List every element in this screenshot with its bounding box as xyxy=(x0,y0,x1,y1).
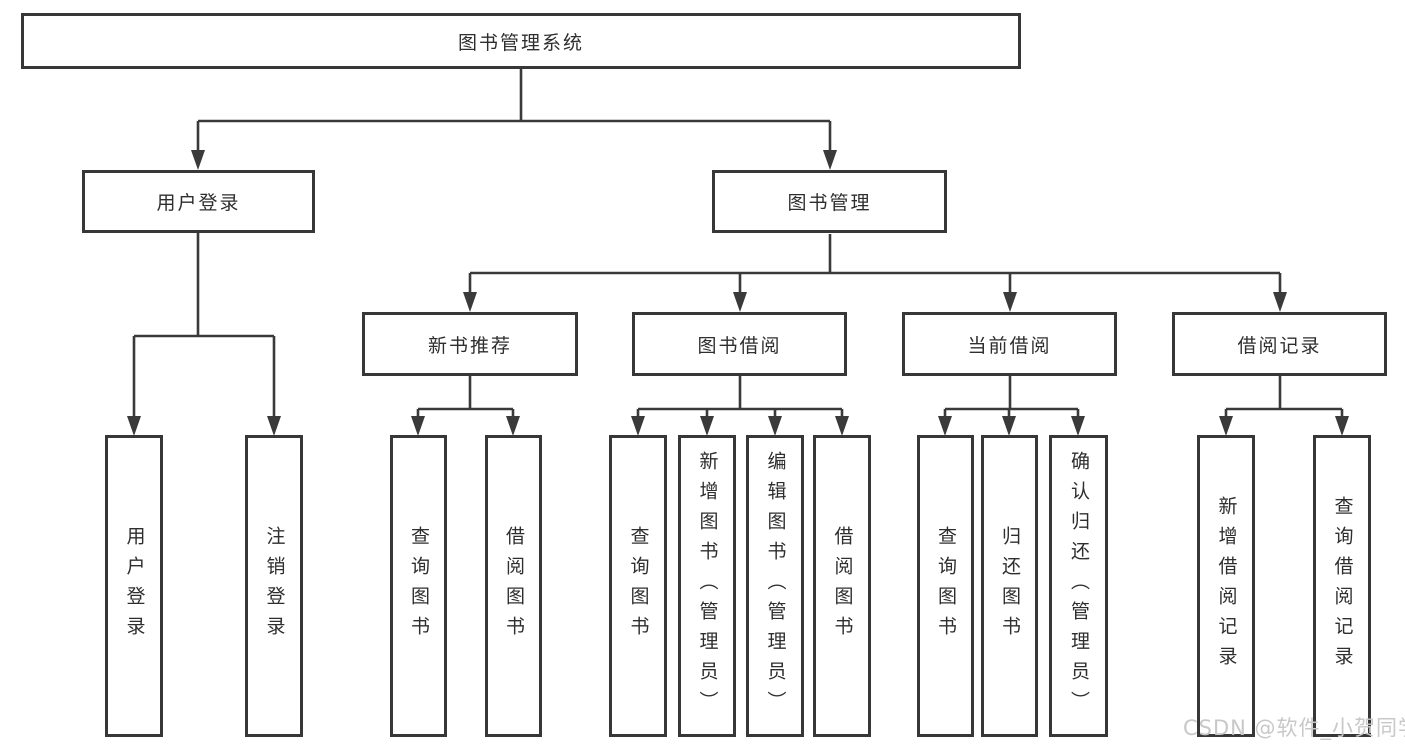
node-borrow-record-label: 借阅记录 xyxy=(1237,334,1322,357)
node-root-library-system: 图书管理系统 xyxy=(21,13,1021,69)
leaf-user-login-label: 用户登录 xyxy=(123,526,146,646)
leaf-record-query: 查询借阅记录 xyxy=(1313,435,1371,737)
leaf-logout-label: 注销登录 xyxy=(263,526,286,646)
leaf-borrow-query-book-label: 查询图书 xyxy=(627,526,650,646)
leaf-recommend-query-book-label: 查询图书 xyxy=(408,526,430,646)
leaf-borrow-add-book-admin-label: 新增图书（管理员） xyxy=(696,451,719,721)
node-current-borrow-label: 当前借阅 xyxy=(967,334,1052,357)
leaf-recommend-borrow-book: 借阅图书 xyxy=(485,435,542,737)
node-new-book-recommend-label: 新书推荐 xyxy=(427,334,512,357)
leaf-record-query-label: 查询借阅记录 xyxy=(1331,496,1354,676)
node-new-book-recommend: 新书推荐 xyxy=(362,312,578,376)
leaf-borrow-borrow-book: 借阅图书 xyxy=(813,435,871,737)
node-borrow-record: 借阅记录 xyxy=(1172,312,1387,376)
node-user-login: 用户登录 xyxy=(82,170,315,233)
leaf-current-return-book: 归还图书 xyxy=(981,435,1038,737)
leaf-user-login: 用户登录 xyxy=(105,435,163,737)
leaf-borrow-query-book: 查询图书 xyxy=(609,435,667,737)
leaf-borrow-borrow-book-label: 借阅图书 xyxy=(831,526,854,646)
node-root-label: 图书管理系统 xyxy=(457,31,584,54)
node-book-management: 图书管理 xyxy=(712,170,947,233)
leaf-borrow-edit-book-admin: 编辑图书（管理员） xyxy=(746,435,804,737)
leaf-record-add: 新增借阅记录 xyxy=(1197,435,1255,737)
leaf-recommend-query-book: 查询图书 xyxy=(390,435,447,737)
leaf-borrow-edit-book-admin-label: 编辑图书（管理员） xyxy=(764,451,787,721)
leaf-current-confirm-return-admin: 确认归还（管理员） xyxy=(1049,435,1108,737)
csdn-watermark: CSDN @软件_小贺同学 xyxy=(1183,716,1405,740)
leaf-record-add-label: 新增借阅记录 xyxy=(1215,496,1238,676)
leaf-borrow-add-book-admin: 新增图书（管理员） xyxy=(678,435,736,737)
leaf-recommend-borrow-book-label: 借阅图书 xyxy=(503,526,525,646)
leaf-logout: 注销登录 xyxy=(245,435,303,737)
node-user-login-label: 用户登录 xyxy=(156,192,241,214)
arrowhead-icons xyxy=(127,150,1349,436)
leaf-current-return-book-label: 归还图书 xyxy=(999,526,1021,646)
node-current-borrow: 当前借阅 xyxy=(902,312,1117,376)
leaf-current-query-book-label: 查询图书 xyxy=(935,526,957,646)
node-book-management-label: 图书管理 xyxy=(787,192,872,214)
leaf-current-confirm-return-admin-label: 确认归还（管理员） xyxy=(1068,451,1090,721)
node-book-borrow-label: 图书借阅 xyxy=(697,334,782,357)
leaf-current-query-book: 查询图书 xyxy=(917,435,974,737)
node-book-borrow: 图书借阅 xyxy=(632,312,847,376)
